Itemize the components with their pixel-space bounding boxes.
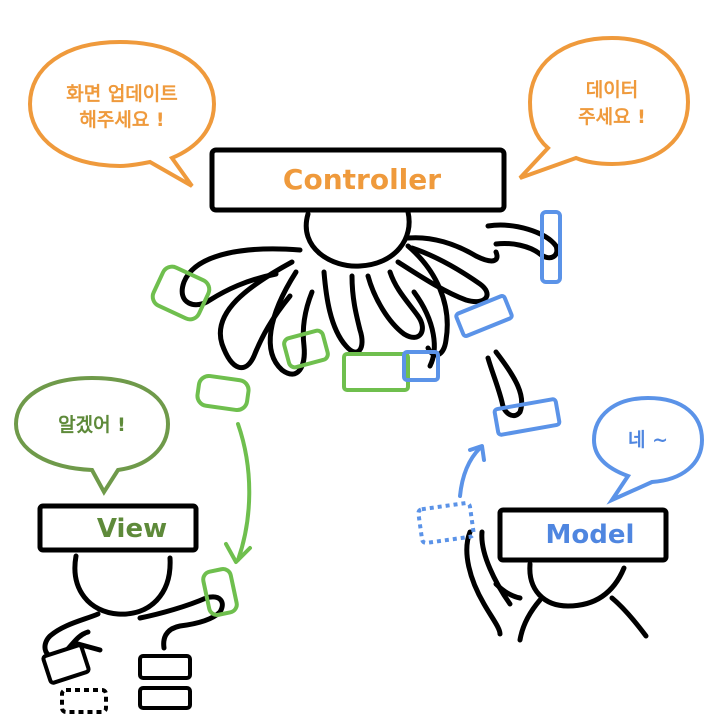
data-block-icon: [60, 688, 108, 714]
data-block-icon: [342, 352, 410, 392]
data-block-icon: [540, 210, 562, 284]
data-block-icon: [41, 643, 91, 685]
controller-bubble-right: 데이터 주세요 !: [518, 35, 691, 180]
data-block-icon: [416, 501, 476, 545]
controller-label: Controller: [283, 163, 441, 196]
controller-bubble-right-line1: 데이터: [586, 79, 638, 101]
data-block-icon: [201, 567, 239, 617]
stick-figure-icon: [179, 209, 560, 419]
data-block-icon: [492, 397, 562, 437]
model-bubble-text: 네 ~: [628, 429, 668, 451]
data-block-icon: [150, 264, 212, 322]
data-block-icon: [454, 294, 514, 338]
arrow-model-to-controller: [458, 444, 486, 498]
controller-bubble-right-line2: 주세요 !: [578, 106, 646, 128]
view-bubble: 알겠어 !: [13, 375, 171, 496]
data-block-icon: [195, 373, 251, 413]
model-bubble: 네 ~: [591, 395, 705, 505]
controller-sign: [209, 147, 507, 213]
speech-bubble-icon: [13, 375, 171, 496]
controller-bubble-left: 화면 업데이트 해주세요 !: [27, 39, 217, 188]
speech-bubble-icon: [518, 35, 691, 180]
arrow-icon: [236, 422, 252, 562]
view-bubble-text: 알겠어 !: [58, 414, 126, 436]
speech-bubble-icon: [27, 39, 217, 188]
speech-bubble-icon: [591, 395, 705, 505]
model-sign: [497, 507, 669, 563]
model-figure: Model: [416, 501, 669, 643]
arrow-controller-to-view: [224, 422, 252, 564]
data-block-icon: [282, 328, 330, 370]
data-block-icon: [138, 654, 192, 680]
view-label: View: [97, 514, 167, 544]
model-label: Model: [546, 520, 635, 550]
data-block-icon: [402, 350, 440, 382]
controller-figure: Controller: [150, 147, 562, 437]
data-block-icon: [138, 686, 192, 710]
view-sign: [37, 503, 199, 553]
controller-bubble-left-line1: 화면 업데이트: [66, 83, 178, 105]
stick-figure-icon: [464, 529, 649, 643]
controller-bubble-left-line2: 해주세요 !: [79, 109, 164, 131]
arrow-icon: [458, 446, 482, 498]
view-figure: View: [37, 503, 239, 714]
